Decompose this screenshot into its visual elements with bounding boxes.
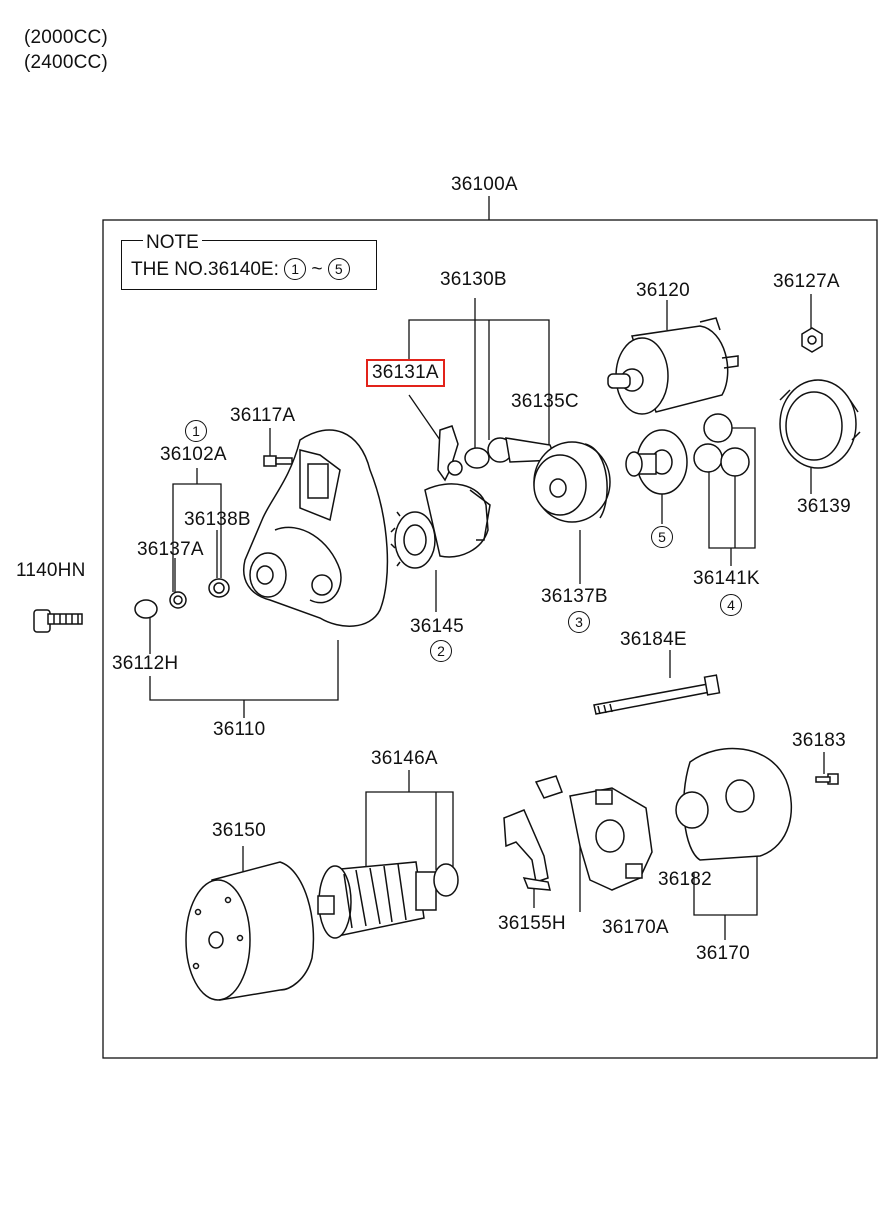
label-36139[interactable]: 36139 xyxy=(797,496,851,517)
note-box xyxy=(121,240,377,290)
note-range-end: 5 xyxy=(327,258,350,280)
label-36183[interactable]: 36183 xyxy=(792,730,846,751)
label-36112h[interactable]: 36112H xyxy=(112,653,179,674)
brush-plate-36170a xyxy=(569,787,653,891)
marker-2: 2 xyxy=(430,640,452,662)
label-36137a[interactable]: 36137A xyxy=(137,539,204,560)
through-bolt-36184e xyxy=(593,674,721,715)
planet-gears-36141k xyxy=(693,413,750,477)
label-36131a-highlighted[interactable]: 36131A xyxy=(366,359,445,387)
marker-1: 1 xyxy=(185,420,207,442)
label-36184e[interactable]: 36184E xyxy=(620,629,687,650)
drive-pinion-36145 xyxy=(390,483,491,569)
note-range-sep: ~ xyxy=(311,259,323,280)
assembly-frame xyxy=(102,219,878,1059)
label-36138b[interactable]: 36138B xyxy=(184,509,251,530)
label-36117a[interactable]: 36117A xyxy=(230,405,296,426)
label-36135c[interactable]: 36135C xyxy=(511,391,579,412)
marker-5: 5 xyxy=(651,526,673,548)
label-36155h[interactable]: 36155H xyxy=(498,913,566,934)
label-36130b[interactable]: 36130B xyxy=(440,269,507,290)
brush-holder-36155h xyxy=(503,775,563,891)
label-36182[interactable]: 36182 xyxy=(658,869,712,890)
gear-housing-36137b xyxy=(533,441,611,523)
note-title: NOTE xyxy=(143,232,202,254)
engine-variant-2000cc: (2000CC) xyxy=(24,27,108,48)
note-prefix: THE NO.36140E: xyxy=(131,259,279,280)
note-text: THE NO.36140E: 1 ~ 5 xyxy=(131,258,350,281)
label-36137b[interactable]: 36137B xyxy=(541,586,608,607)
engine-variant-2400cc: (2400CC) xyxy=(24,52,108,73)
ring-gear-36139 xyxy=(779,379,861,469)
label-36146a[interactable]: 36146A xyxy=(371,748,438,769)
label-36100a[interactable]: 36100A xyxy=(451,174,518,195)
solenoid-36120 xyxy=(607,317,739,415)
bolt-1140hn xyxy=(33,609,83,633)
label-36120[interactable]: 36120 xyxy=(636,280,690,301)
label-1140hn[interactable]: 1140HN xyxy=(16,560,86,581)
rear-cover-36170 xyxy=(675,747,793,861)
planet-carrier-5 xyxy=(625,429,688,495)
label-36150[interactable]: 36150 xyxy=(212,820,266,841)
label-36170a[interactable]: 36170A xyxy=(602,917,669,938)
label-36145[interactable]: 36145 xyxy=(410,616,464,637)
label-36102a[interactable]: 36102A xyxy=(160,444,227,465)
marker-4: 4 xyxy=(720,594,742,616)
label-36110[interactable]: 36110 xyxy=(213,719,266,740)
label-36170[interactable]: 36170 xyxy=(696,943,750,964)
armature-36146a xyxy=(317,861,459,939)
front-housing-36110 xyxy=(243,429,389,627)
marker-3: 3 xyxy=(568,611,590,633)
label-36127a[interactable]: 36127A xyxy=(773,271,840,292)
note-range-start: 1 xyxy=(284,258,307,280)
label-36141k[interactable]: 36141K xyxy=(693,568,760,589)
yoke-36150 xyxy=(185,861,315,1001)
